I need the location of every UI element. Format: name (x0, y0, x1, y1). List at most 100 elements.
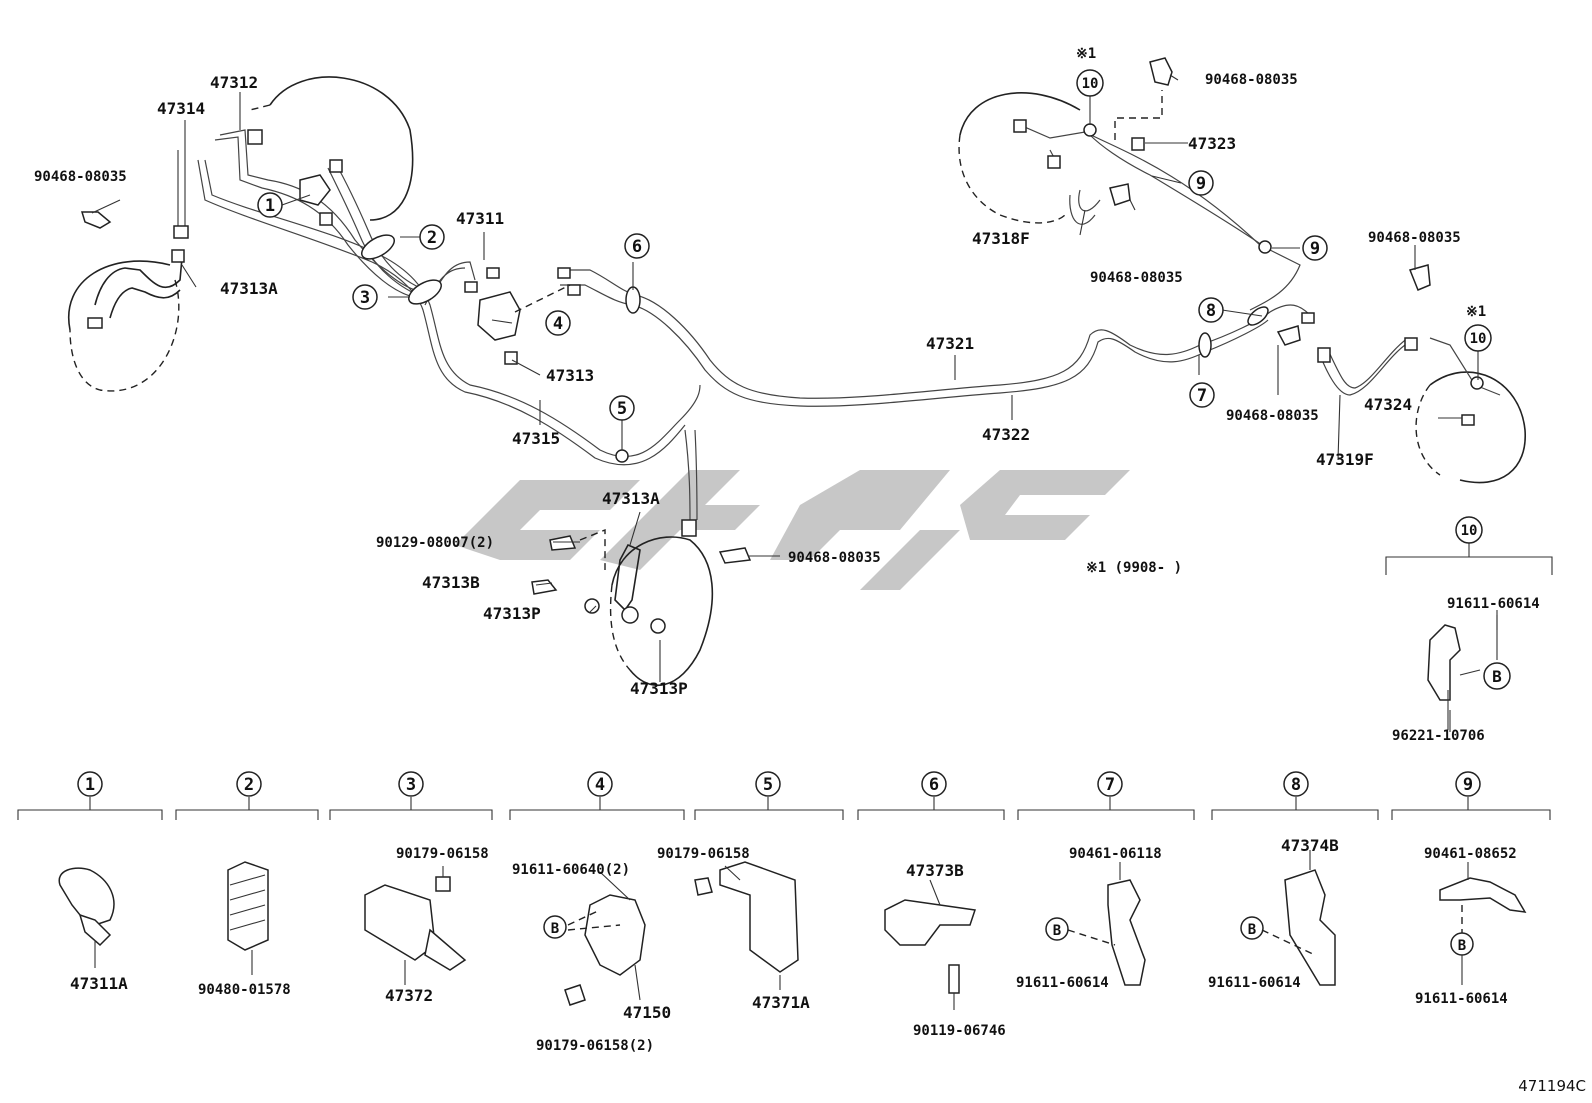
label-90468-mid: 90468-08035 (788, 550, 881, 566)
legend-num-2: 2 (244, 775, 254, 795)
label-47313: 47313 (546, 366, 594, 385)
part-labels: 47312 47314 90468-08035 47313A 47311 473… (34, 46, 1540, 744)
ref-circle-7 (1189, 382, 1215, 408)
label-47322: 47322 (982, 425, 1030, 444)
legend-7-part-a: 90461-06118 (1069, 846, 1162, 862)
legend-2-part: 90480-01578 (198, 982, 291, 998)
ref-9b-text: 9 (1310, 239, 1320, 259)
center-brake (531, 528, 752, 686)
label-47323: 47323 (1188, 134, 1236, 153)
ref-circle-10b (1464, 324, 1492, 352)
legend-3-part-b: 47372 (385, 986, 433, 1005)
label-47311: 47311 (456, 209, 504, 228)
label-47319F: 47319F (1316, 450, 1374, 469)
ref-circle-5 (609, 395, 635, 421)
label-47313A-left: 47313A (220, 279, 278, 298)
ref-3-text: 3 (360, 288, 370, 308)
legend-num-6: 6 (929, 775, 939, 795)
label-47318F: 47318F (972, 229, 1030, 248)
label-b-item10: B (1492, 667, 1502, 686)
ref-8-text: 8 (1206, 301, 1216, 321)
legend-6-part-a: 47373B (906, 861, 964, 880)
legend-9-part-a: 90461-08652 (1424, 846, 1517, 862)
legend-num-3: 3 (406, 775, 416, 795)
label-47321: 47321 (926, 334, 974, 353)
ref-10-legend-text: 10 (1461, 523, 1478, 539)
ref-2-text: 2 (427, 228, 437, 248)
legend-num-5: 5 (763, 775, 773, 795)
right-rear-brake-top (958, 57, 1315, 358)
legend-4-part-c: 47150 (623, 1003, 671, 1022)
ref-circle-3 (352, 284, 378, 310)
label-47313A-mid: 47313A (602, 489, 660, 508)
legend-9-part-c: 91611-60614 (1415, 991, 1508, 1007)
ref-circle-9b (1302, 235, 1328, 261)
legend-8-part-c: 91611-60614 (1208, 975, 1301, 991)
ref-circle-1 (257, 192, 283, 218)
legend-num-8: 8 (1291, 775, 1301, 795)
label-90468-top: 90468-08035 (1205, 72, 1298, 88)
front-pipes (197, 129, 1311, 521)
legend-3-part-a: 90179-06158 (396, 846, 489, 862)
ref-circle-6 (624, 233, 650, 259)
legend-num-9: 9 (1463, 775, 1473, 795)
legend-num-1: 1 (85, 775, 95, 795)
legend-8-part-a: 47374B (1281, 836, 1339, 855)
note-star1: ※1 (9908- ) (1086, 560, 1182, 576)
legend-6-part-b: 90119-06746 (913, 1023, 1006, 1039)
legend-7-b: B (1053, 923, 1061, 939)
label-90129: 90129-08007(2) (376, 535, 494, 551)
legend-labels: 47311A 90480-01578 90179-06158 47372 916… (70, 836, 1517, 1054)
star1-top: ※1 (1076, 46, 1096, 62)
ref-circle-4 (545, 310, 571, 336)
right-rear-brake-bottom (1317, 264, 1526, 484)
ref-circle-10a (1076, 69, 1104, 97)
legend-5-part-a: 90179-06158 (657, 846, 750, 862)
legend-num-4: 4 (595, 775, 605, 795)
label-90468-bot: 90468-08035 (1226, 408, 1319, 424)
ref-1-text: 1 (265, 196, 275, 216)
legend-5-part-b: 47371A (752, 993, 810, 1012)
legend-4-part-d: 90179-06158(2) (536, 1038, 654, 1054)
legend-7-part-c: 91611-60614 (1016, 975, 1109, 991)
label-90468-right: 90468-08035 (1368, 230, 1461, 246)
legend-num-7: 7 (1105, 775, 1115, 795)
left-front-brake (67, 76, 414, 392)
ref-10b-text: 10 (1470, 331, 1487, 347)
ref-circle-8 (1198, 297, 1224, 323)
label-90468-left: 90468-08035 (34, 169, 127, 185)
ref-10a-text: 10 (1082, 76, 1099, 92)
label-47313B: 47313B (422, 573, 480, 592)
label-91611-item10: 91611-60614 (1447, 596, 1540, 612)
ref-4-text: 4 (553, 314, 563, 334)
ref-5-text: 5 (617, 399, 627, 419)
label-47313P-a: 47313P (483, 604, 541, 623)
ref-circle-10-legend (1455, 516, 1483, 544)
label-47314: 47314 (157, 99, 205, 118)
legend-1-part: 47311A (70, 974, 128, 993)
legend-numbers: 1 2 3 4 5 6 7 8 9 (77, 771, 1481, 797)
label-47324: 47324 (1364, 395, 1412, 414)
label-47315: 47315 (512, 429, 560, 448)
front-fittings (247, 129, 697, 537)
ref-6-text: 6 (632, 237, 642, 257)
ref-circle-9a (1188, 170, 1214, 196)
legend-panels (17, 797, 1551, 1010)
diagram-code: 471194C (1518, 1077, 1586, 1095)
ref-9a-text: 9 (1196, 174, 1206, 194)
legend-9-b: B (1458, 938, 1466, 954)
watermark-logo (455, 470, 1130, 590)
star1-right: ※1 (1466, 304, 1486, 320)
item-10-detail (1385, 543, 1553, 730)
ref-7-text: 7 (1197, 386, 1207, 406)
legend-4-b: B (551, 921, 559, 937)
legend-8-b: B (1248, 922, 1256, 938)
label-90468-under: 90468-08035 (1090, 270, 1183, 286)
label-47313P-b: 47313P (630, 679, 688, 698)
label-47312: 47312 (210, 73, 258, 92)
circled-refs: 1 2 3 4 5 6 7 8 9 9 10 10 10 (257, 69, 1492, 544)
ref-circle-2 (419, 224, 445, 250)
label-96221: 96221-10706 (1392, 728, 1485, 744)
